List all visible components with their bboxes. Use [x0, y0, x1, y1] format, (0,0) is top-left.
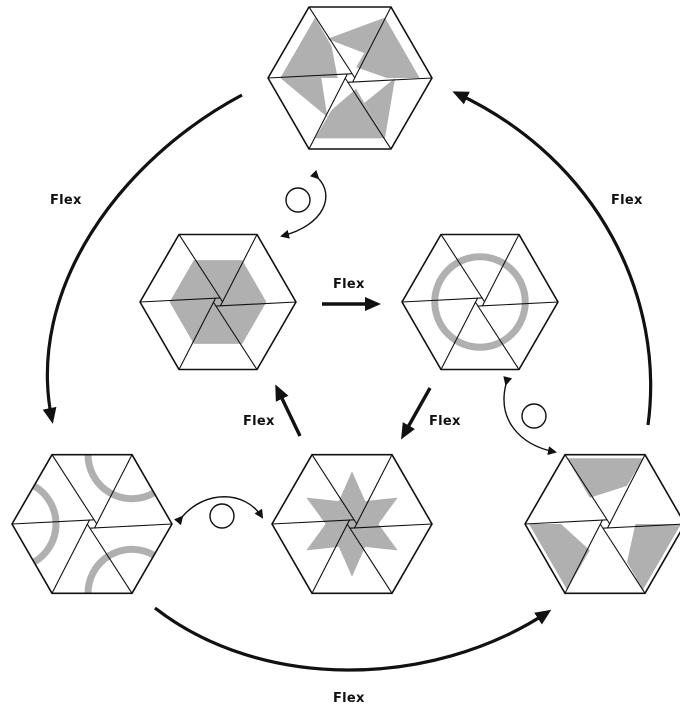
hexagon-center-right	[401, 233, 559, 371]
hexagon-top	[267, 6, 433, 150]
turn-over-icon-right	[503, 376, 557, 456]
hexagons-layer	[11, 6, 680, 595]
flex-arrow-up-left	[275, 384, 302, 437]
big-arc-left	[42, 93, 243, 424]
pattern-kites	[280, 17, 420, 139]
flex-arrow-down-left	[401, 387, 432, 440]
flex-label-bottom: Flex	[333, 691, 365, 706]
flex-label-top-right: Flex	[611, 193, 643, 208]
big-arc-right	[452, 91, 653, 426]
pattern-star	[306, 471, 398, 577]
flex-label-center-top: Flex	[333, 277, 365, 292]
big-arc-bottom	[154, 606, 552, 672]
turn-over-icon-top	[280, 169, 327, 239]
hexagon-center-left	[139, 233, 297, 371]
pattern-ring	[431, 253, 529, 351]
flex-label-center-left: Flex	[243, 414, 275, 429]
flex-label-top-left: Flex	[50, 193, 82, 208]
hexagon-bottom-left	[11, 453, 173, 595]
turn-over-icon-bottom	[174, 496, 264, 529]
hexagon-bottom-right	[524, 453, 680, 595]
pattern-inner-hexagon	[169, 260, 267, 344]
hexagon-bottom-center	[271, 453, 433, 595]
flex-label-center-right: Flex	[429, 414, 461, 429]
pattern-arcs	[32, 454, 156, 594]
